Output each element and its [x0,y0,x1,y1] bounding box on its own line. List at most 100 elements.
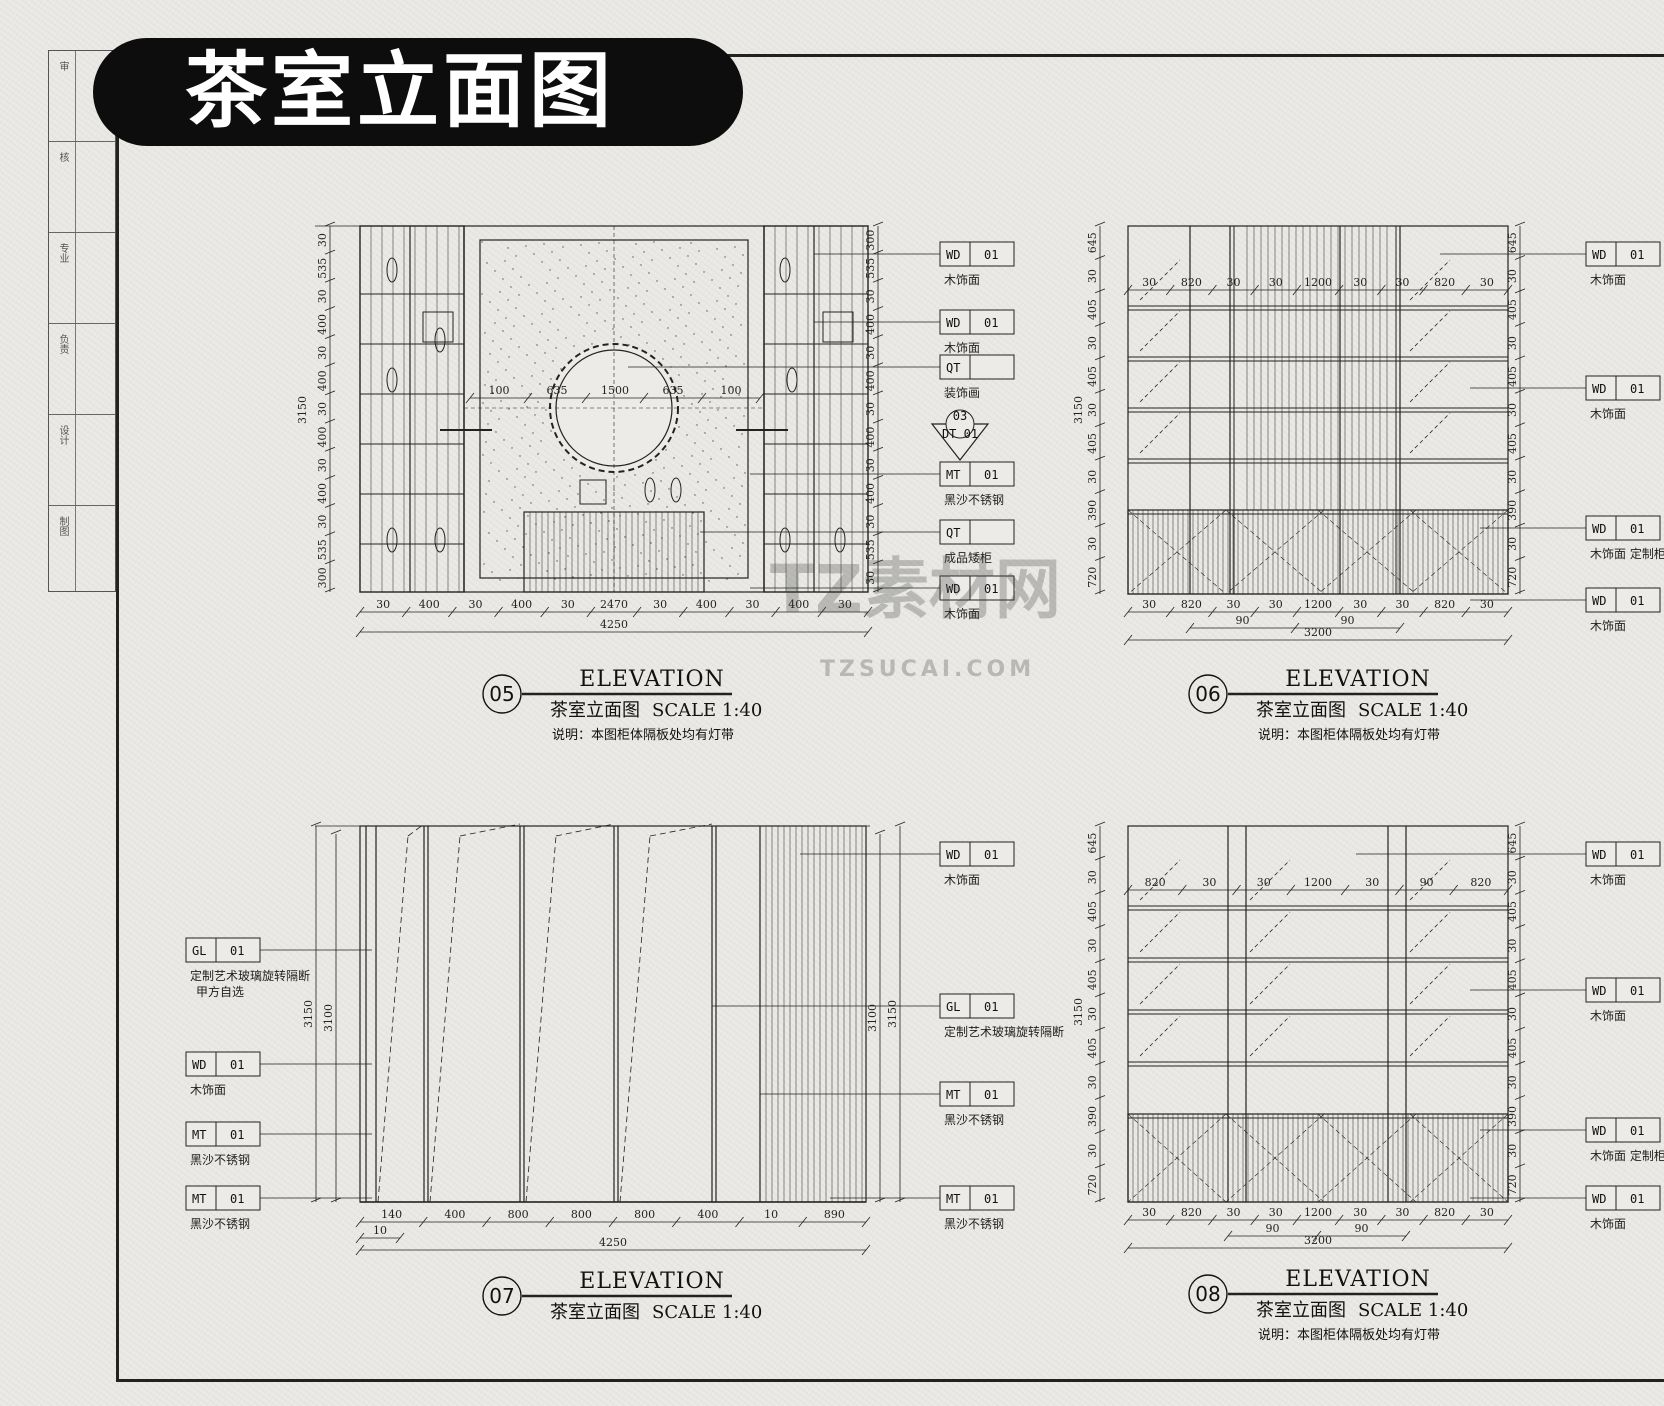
dimension-tick [1094,1197,1106,1203]
dimension-tick [872,503,884,508]
stone-speck [645,573,647,575]
dimension-label: 30 [1506,336,1519,350]
stone-speck [530,502,532,504]
dimension-tick [448,606,457,618]
dimension-label: 30 [561,598,575,611]
dimension-label: 30 [316,233,329,247]
dimension-tick [324,221,336,227]
material-tag-code: MT [192,1192,206,1206]
dimension-tick [1292,1214,1302,1226]
elevation-heading: ELEVATION [1285,1267,1430,1292]
dimension-label: 645 [1086,833,1099,854]
stone-speck [512,556,514,558]
dimension-tick [1312,1230,1322,1242]
stone-speck [697,481,699,483]
door-swing-line [1409,509,1509,595]
rotating-panel-outline [619,835,651,1203]
stone-speck [678,374,680,376]
dimension-tick [1223,1230,1233,1242]
stone-speck [682,574,684,576]
material-tag-number: 01 [1630,848,1644,862]
stone-speck [487,371,489,373]
stone-speck [693,333,695,335]
stone-speck [727,295,729,297]
material-tag-code: WD [946,248,960,262]
dimension-label: 400 [511,598,532,611]
stone-speck [718,518,720,520]
door-swing-line [1317,1113,1417,1203]
dimension-label: 535 [316,539,329,560]
stone-speck [624,484,626,486]
stone-speck [743,363,745,365]
stone-speck [711,331,713,333]
dimension-tick [861,1216,871,1228]
stone-speck [642,534,644,536]
stone-speck [725,417,727,419]
dimension-label: 720 [1506,1174,1519,1195]
stone-speck [709,401,711,403]
stone-speck [682,286,684,288]
stone-speck [680,356,682,358]
dimension-tick [1094,992,1106,998]
stone-speck [741,433,743,435]
dimension-label: 3200 [1304,626,1332,639]
stone-speck [658,498,660,500]
title-block-row: 专业 [49,233,115,324]
dimension-label: 30 [1086,537,1099,551]
rotating-panel-outline [429,835,461,1203]
stone-speck [727,347,729,349]
dimension-tick [1514,388,1526,394]
stone-speck [702,450,704,452]
stone-speck [700,520,702,522]
stone-speck [737,285,739,287]
stone-speck [726,578,728,580]
dimension-tick [540,606,550,618]
light-strip [1409,361,1451,403]
height-label: 3150 [1072,396,1085,424]
stone-speck [591,343,593,345]
stone-speck [677,317,679,319]
stone-speck [508,408,510,410]
dimension-tick [482,1216,491,1228]
light-strip [1139,963,1181,1005]
stone-speck [485,493,487,495]
dimension-label: 720 [1086,567,1099,588]
elevation-note: 说明：本图柜体隔板处均有灯带 [1258,728,1440,743]
dimension-tick [894,821,906,827]
stone-speck [638,334,640,336]
stone-speck [616,528,618,530]
dimension-label: 800 [508,1208,529,1221]
stone-speck [627,575,629,577]
dimension-label: 100 [721,384,742,397]
stone-speck [549,321,551,323]
material-tag-number: 01 [984,582,998,596]
picture-frame-decor [422,311,454,343]
stone-speck [704,432,706,434]
stone-speck [666,558,668,560]
material-tag-code: MT [946,1088,960,1102]
light-strip [1139,259,1181,301]
material-tag-number: 01 [1630,594,1644,608]
stone-speck [729,277,731,279]
stone-speck [706,310,708,312]
stone-speck [521,437,523,439]
stone-speck [526,406,528,408]
vase-decor [834,527,846,553]
stone-speck [553,469,555,471]
stone-speck [522,494,524,496]
stone-speck [712,388,714,390]
material-tag-text: 木饰面 [190,1083,226,1097]
dimension-tick [608,1216,618,1228]
stone-speck [560,368,562,370]
stone-speck [511,447,513,449]
dimension-label: 30 [1227,598,1241,611]
dimension-label: 90 [1266,1222,1280,1235]
stone-speck [664,340,666,342]
stone-speck [483,563,485,565]
stone-speck [714,370,716,372]
stone-speck [598,242,600,244]
light-strip [1139,361,1181,403]
stone-speck [537,453,539,455]
dimension-tick [1419,1214,1428,1226]
material-tag-box [939,309,1015,335]
